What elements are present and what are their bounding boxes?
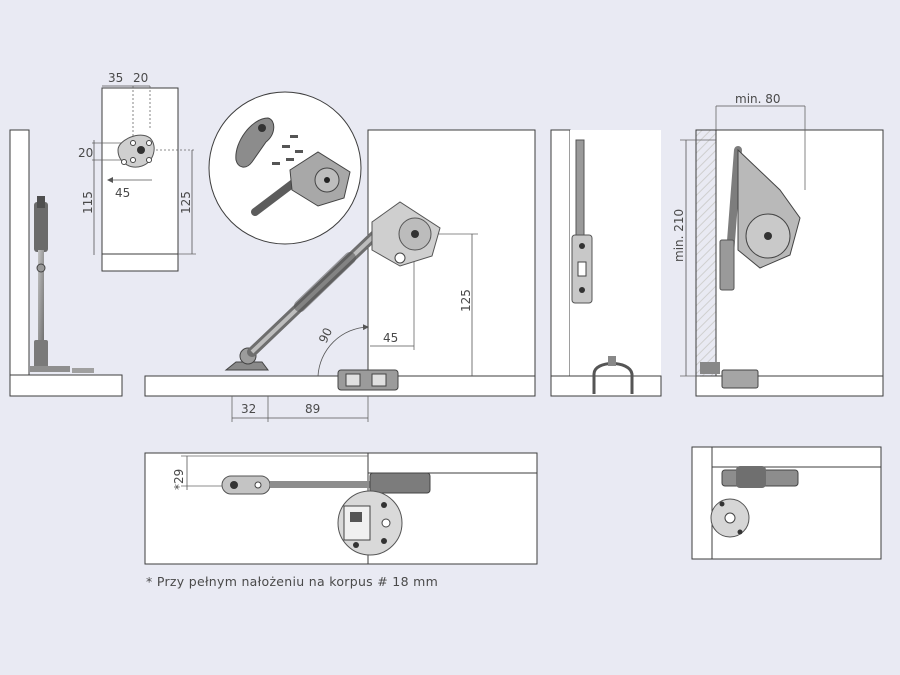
cabinet-bottom-shelf (9, 374, 123, 397)
dim-29: *29 (172, 469, 186, 490)
side-view-left (9, 129, 123, 397)
top-view-left: *29 (144, 452, 538, 565)
stay-top-profile (221, 472, 431, 495)
mounting-plate-view: 35 20 20 115 45 125 (78, 71, 196, 272)
dim-20-top: 20 (133, 71, 148, 85)
min-clearance-view: min. 80 min. 210 (672, 92, 884, 397)
mounting-plate (117, 134, 155, 168)
top-view-right (691, 446, 882, 560)
dim-min-80: min. 80 (735, 92, 781, 106)
hinge-cup-top (337, 490, 403, 556)
dim-89: 89 (305, 402, 320, 416)
lid-stay-mechanism (224, 201, 441, 371)
dim-90: 90 (316, 326, 335, 346)
dim-45-main: 45 (383, 331, 398, 345)
dim-115: 115 (81, 191, 95, 214)
dim-20-side: 20 (78, 146, 93, 160)
dim-45-plate: 45 (115, 186, 130, 200)
dim-125-plate: 125 (179, 191, 193, 214)
side-view-catch (550, 129, 662, 397)
stay-top-right (710, 466, 799, 538)
stay-closed-profile (571, 139, 593, 304)
dim-min-210: min. 210 (672, 209, 686, 262)
catch-bottom-shelf (550, 375, 662, 397)
footnote: * Przy pełnym nałożeniu na korpus # 18 m… (146, 574, 439, 589)
main-installed-view: 90 125 45 32 89 (144, 129, 536, 422)
stay-side-profile (30, 196, 94, 373)
stay-folded-mechanism (700, 146, 801, 389)
cabinet-side-panel (9, 129, 30, 376)
plate-panel (101, 87, 179, 272)
dim-35: 35 (108, 71, 123, 85)
dim-125-main: 125 (459, 289, 473, 312)
bottom-hinge-plate (337, 369, 399, 391)
catch-side-panel (550, 129, 571, 377)
dim-32: 32 (241, 402, 256, 416)
zoom-detail (208, 91, 362, 245)
